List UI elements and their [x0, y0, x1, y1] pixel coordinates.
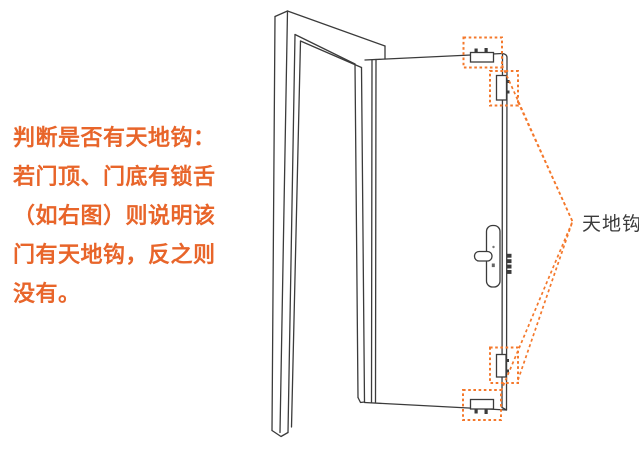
door-top-bolt: [469, 48, 495, 63]
tiandigou-label: 天地钩: [582, 214, 639, 235]
instruction-line-4: 门有天地钩，反之则: [13, 242, 216, 267]
instruction-line-1: 判断是否有天地钩：: [13, 125, 216, 150]
lock-indicator-dot: [492, 245, 495, 249]
instruction-text: 判断是否有天地钩： 若门顶、门底有锁舌 （如右图）则说明该 门有天地钩，反之则 …: [13, 118, 248, 313]
lock-keyhole: [491, 263, 495, 268]
highlight-box-bottom: [462, 389, 502, 421]
instruction-line-3: （如右图）则说明该: [13, 203, 216, 228]
lock-lever: [473, 250, 493, 262]
highlight-box-top: [462, 36, 503, 69]
instruction-line-2: 若门顶、门底有锁舌: [13, 164, 216, 189]
highlight-boxes: [462, 36, 519, 421]
highlight-box-bottom-edge: [489, 346, 519, 384]
instruction-line-5: 没有。: [13, 281, 81, 306]
door-lock-handle: [473, 224, 512, 288]
door-top-edge-bolt: [495, 74, 510, 101]
door-frame: [271, 10, 386, 438]
leader-lines: [500, 64, 574, 392]
side-latch-bolts: [506, 253, 512, 274]
door-bottom-edge-bolt: [495, 353, 509, 378]
door-bottom-bolt: [469, 398, 495, 414]
door-panel: [363, 52, 508, 411]
